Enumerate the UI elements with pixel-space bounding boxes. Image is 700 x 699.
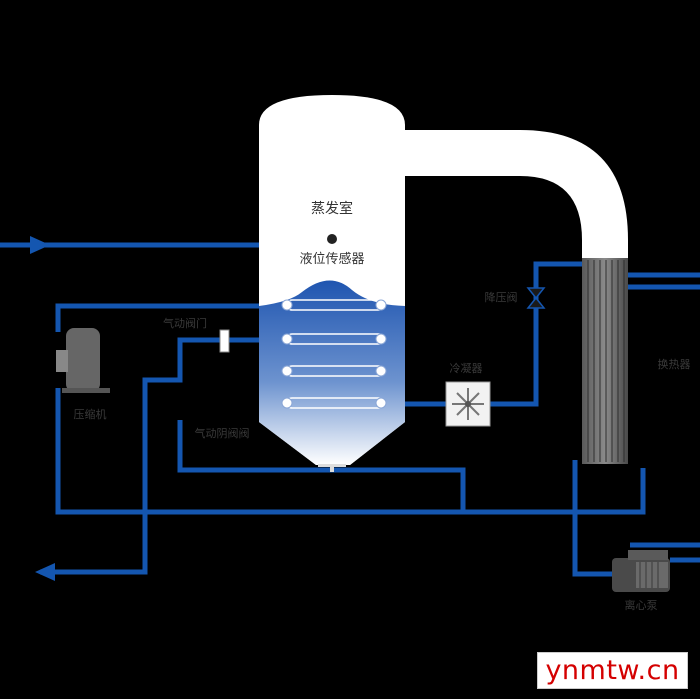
label-centrifugal-pump: 离心泵 [625,598,658,612]
evaporator-vessel [259,95,405,472]
vapor-duct [398,130,628,262]
label-compressor: 压缩机 [74,407,107,421]
concentrate-outlet-pipe [40,337,222,575]
pneumatic-valve-icon[interactable] [219,329,230,353]
label-cooler: 冷凝器 [450,361,483,375]
pipe-network [0,242,700,577]
fan-icon[interactable] [445,381,491,427]
main-return-pipe [55,388,646,515]
valve-icon[interactable] [526,287,546,309]
sensor-dot-icon [327,234,337,244]
cooler-outlet-pipe [490,261,583,407]
arrow-left-icon [35,563,55,581]
watermark: ynmtw.cn [537,652,688,689]
liquid-level [259,280,405,465]
label-heat-exchanger: 换热器 [658,357,691,371]
heat-exchanger [582,258,628,464]
label-level-sensor: 液位传感器 [299,251,364,267]
label-pneumatic-drain-valve: 气动阴阀阀 [195,426,250,440]
drain-pipe [177,420,466,512]
pump-icon[interactable] [612,550,670,592]
compressor-discharge-pipe [55,303,262,332]
exchanger-to-pump-pipe [572,460,612,577]
label-evaporation-chamber: 蒸发室 [311,200,353,217]
arrow-right-icon [30,236,50,254]
label-pneumatic-valve: 气动阀门 [163,316,207,330]
label-pressure-valve: 降压阀 [485,290,518,304]
compressor-icon[interactable] [56,328,110,393]
